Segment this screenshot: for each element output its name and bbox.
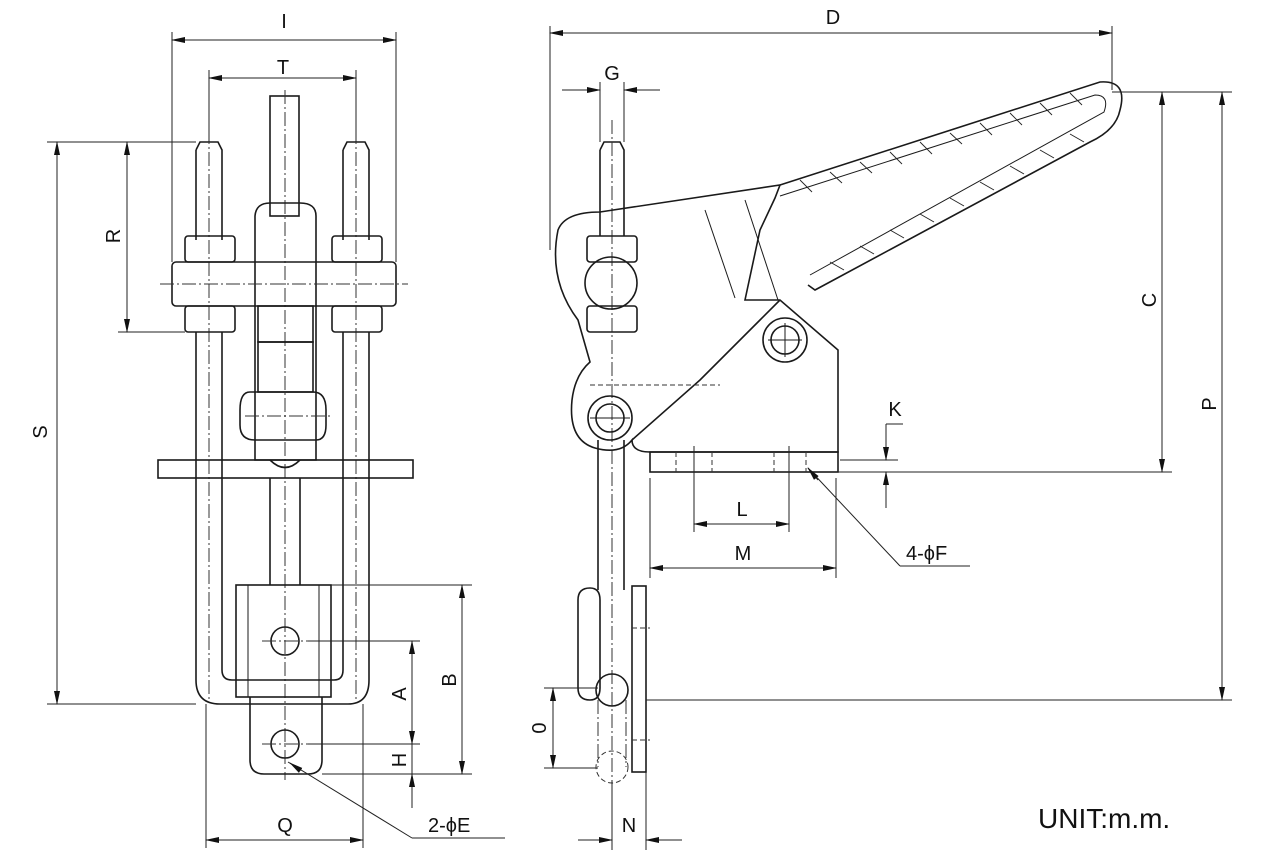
right-bottom-nut xyxy=(331,305,383,333)
side-base-plate xyxy=(649,451,839,473)
right-top-nut xyxy=(331,235,383,263)
dim-label-O: 0 xyxy=(529,722,551,733)
left-stud xyxy=(195,141,223,240)
front-view: I T S R B A H Q 2- xyxy=(30,11,505,848)
dim-label-P: P xyxy=(1199,397,1221,410)
dim-label-hole-E: 2-ϕE xyxy=(428,815,470,837)
dim-label-B: B xyxy=(439,673,461,686)
dim-label-S: S xyxy=(30,425,52,438)
dim-label-K: K xyxy=(888,399,902,421)
front-base-plate xyxy=(157,459,414,479)
side-body xyxy=(554,184,839,453)
side-handle xyxy=(779,81,1123,291)
u-bar-inner xyxy=(221,332,344,681)
side-upper-ball xyxy=(584,256,638,310)
unit-note: UNIT:m.m. xyxy=(1038,803,1170,834)
front-pivot xyxy=(239,391,327,441)
dim-label-G: G xyxy=(604,63,620,85)
front-spindle-pad xyxy=(249,697,323,775)
handle-grip-hatch xyxy=(799,92,1085,271)
dim-label-L: L xyxy=(736,499,747,521)
dim-label-C: C xyxy=(1139,293,1161,307)
dim-label-T: T xyxy=(277,57,289,79)
dim-label-hole-F: 4-ϕF xyxy=(906,543,947,565)
side-lower-pivot xyxy=(587,395,633,441)
side-pad-upper xyxy=(595,673,629,707)
left-top-nut xyxy=(184,235,236,263)
dim-label-D: D xyxy=(826,7,840,29)
dim-label-H: H xyxy=(389,753,411,767)
dim-label-R: R xyxy=(103,229,125,243)
u-bar-outer xyxy=(195,332,370,705)
side-pivot xyxy=(762,317,808,363)
side-view: D G C P K L M 4-ϕF xyxy=(529,7,1232,850)
side-stud xyxy=(599,141,625,236)
dim-label-I: I xyxy=(281,11,287,33)
dim-label-Q: Q xyxy=(277,815,293,837)
right-stud xyxy=(342,141,370,240)
dim-label-A: A xyxy=(389,687,411,701)
side-clamp-right xyxy=(631,585,647,773)
left-bottom-nut xyxy=(184,305,236,333)
dim-label-M: M xyxy=(735,543,752,565)
front-body xyxy=(254,202,317,461)
side-clamp-left xyxy=(577,587,601,701)
dim-label-N: N xyxy=(622,815,636,837)
